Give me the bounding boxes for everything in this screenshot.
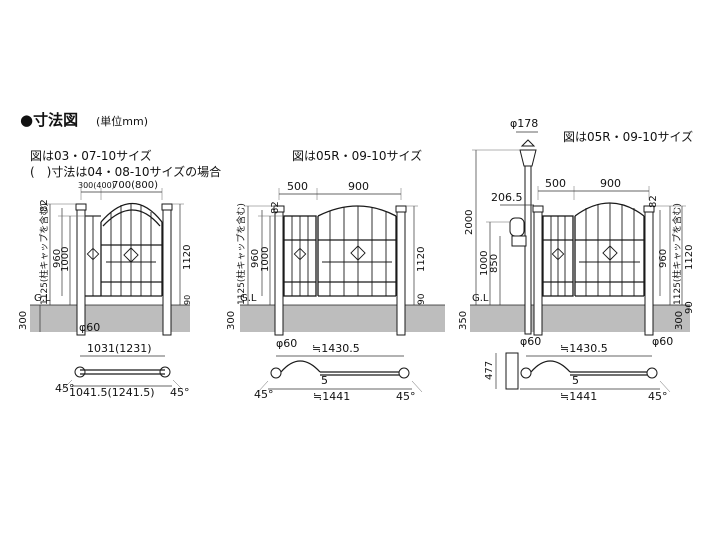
panel1-gl-label: G.L: [34, 293, 51, 304]
panel3-dim-cap-height: 1125(柱キャップを含む): [671, 203, 683, 305]
panel3-left-cap: [532, 205, 544, 213]
panel3-small-door: [542, 215, 574, 297]
panel1-angle-right: 45°: [170, 386, 190, 399]
panel3-dim-500: 500: [545, 177, 566, 190]
panel3-plan-view: 477 ≒1430.5 5 ≒1441 45°: [484, 342, 671, 403]
panel1-left-post: [76, 207, 86, 336]
panel3-large-door: [574, 202, 645, 297]
panel2-dim-960: 960: [250, 249, 261, 268]
panel2-dim-90: 90: [417, 293, 427, 305]
panel-3: 図は05R・09-10サイズ φ178 G.L: [458, 117, 695, 403]
panel1-dim-post-gap: 300(400): [78, 181, 115, 190]
panel3-dim-top: 82: [648, 195, 659, 208]
panel2-dim-cap-height: 1125(柱キャップを含む): [235, 203, 247, 305]
panel1-plan-view: 1031(1231) 1041.5(1241.5) 45° 45°: [55, 342, 190, 399]
panel3-caption: 図は05R・09-10サイズ: [563, 129, 693, 144]
panel1-caption-note: ( )寸法は04・08-10サイズの場合: [30, 164, 221, 179]
panel2-plan-mid: 5: [321, 374, 328, 387]
panel3-dim-phi60a: φ60: [520, 335, 541, 348]
panel3-lamp-post: [509, 139, 537, 335]
panel2-angle-left: 45°: [254, 388, 274, 401]
panel1-caption-size: 図は03・07-10サイズ: [30, 148, 152, 163]
panel3-dim-350: 350: [458, 311, 469, 330]
panel1-dim-door-width: 700(800): [112, 180, 158, 191]
panel2-left-cap: [273, 205, 285, 213]
lamp-icon: [519, 149, 537, 167]
panel1-plan-top: 1031(1231): [87, 342, 152, 355]
panel3-angle-right: 45°: [648, 390, 668, 403]
panel2-left-post: [274, 209, 284, 336]
panel2-caption: 図は05R・09-10サイズ: [292, 148, 422, 163]
panel1-dim-1000: 1000: [60, 247, 71, 272]
panel2-dim-1120: 1120: [416, 247, 427, 272]
panel1-dim-90: 90: [183, 295, 192, 305]
panel3-dim-1120: 1120: [684, 245, 695, 270]
panel1-plan-bottom: 1041.5(1241.5): [69, 386, 155, 399]
unit-note: (単位mm): [96, 114, 148, 128]
panel2-small-door: [283, 215, 317, 297]
panel3-left-post: [533, 209, 543, 336]
panel2-ground: [240, 305, 445, 332]
panel3-dim-90: 90: [684, 301, 695, 314]
panel1-dim-phi60: φ60: [79, 321, 100, 334]
panel3-dim-phi60b: φ60: [652, 335, 673, 348]
panel3-plan-mid: 5: [572, 374, 579, 387]
panel2-dim-top: 82: [270, 201, 281, 214]
panel1-dim-960: 960: [52, 249, 63, 268]
panel2-right-cap: [395, 205, 407, 213]
panel2-plan-bottom: ≒1441: [313, 390, 350, 403]
mailbox-icon: [509, 217, 525, 237]
panel2-angle-right: 45°: [396, 390, 416, 403]
panel3-gl-label: G.L: [472, 293, 489, 304]
panel3-dim-960: 960: [658, 249, 669, 268]
panel3-plan-bottom: ≒1441: [560, 390, 597, 403]
panel2-gl-label: G.L: [240, 293, 257, 304]
panel1-left-cap: [75, 203, 87, 211]
panel1-dim-300: 300: [18, 311, 29, 330]
panel3-dim-2000: 2000: [464, 210, 475, 235]
panel1-door: [100, 202, 163, 297]
panel3-dim-900: 900: [600, 177, 621, 190]
panel2-dim-500: 500: [287, 180, 308, 193]
panel3-plan-mailbox: [505, 352, 519, 390]
panel3-lamp-phi: φ178: [510, 117, 538, 130]
panel3-plan-top: ≒1430.5: [560, 342, 608, 355]
panel3-right-post: [644, 209, 654, 336]
panel2-large-door: [317, 205, 397, 297]
panel2-dim-1000: 1000: [260, 247, 271, 272]
panel1-right-post: [162, 207, 172, 336]
panel2-right-post: [396, 209, 406, 336]
panel1-dim-1120: 1120: [182, 245, 193, 270]
panel2-plan-top: ≒1430.5: [312, 342, 360, 355]
panel2-dim-phi60: φ60: [276, 337, 297, 350]
panel2-dim-300: 300: [226, 311, 237, 330]
panel3-dim-850: 850: [489, 254, 500, 273]
panel-2: 図は05R・09-10サイズ G.L: [226, 148, 445, 403]
panel3-ground: [470, 305, 690, 332]
panel2-plan-view: ≒1430.5 5 ≒1441 45° 45°: [254, 342, 423, 403]
panel1-dim-cap-height: 1125(柱キャップを含む): [38, 203, 50, 305]
section-title: ●寸法図: [20, 111, 78, 129]
panel3-plan-side: 477: [484, 361, 495, 380]
panel-1: 図は03・07-10サイズ ( )寸法は04・08-10サイズの場合 G.L: [18, 148, 221, 399]
panel2-dim-900: 900: [348, 180, 369, 193]
panel3-dim-1000: 1000: [479, 251, 490, 276]
panel3-dim-300: 300: [674, 311, 685, 330]
panel1-side-panel: [85, 215, 101, 297]
panel1-right-cap: [161, 203, 173, 211]
panel1-dim-top: 82: [39, 199, 50, 212]
panel3-dim-206: 206.5: [491, 191, 523, 204]
panel3-right-cap: [643, 205, 655, 213]
panel1-angle-left: 45°: [55, 382, 75, 395]
